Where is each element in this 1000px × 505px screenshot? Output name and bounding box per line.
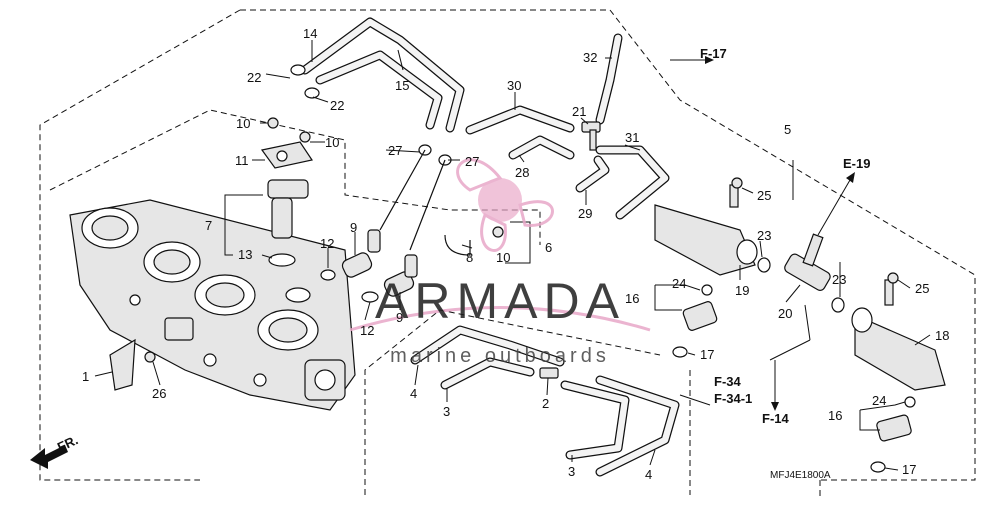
callout-27-right: 27 [465,154,479,169]
callout-16-lower: 16 [828,408,842,423]
callout-24-lower: 24 [872,393,886,408]
upper-hoses [290,17,465,251]
callout-22-lower: 22 [330,98,344,113]
callout-3-right: 3 [568,464,575,479]
ref-f17: F-17 [700,46,727,61]
middle-hoses [465,33,670,220]
callout-5: 5 [784,122,791,137]
callout-9-upper: 9 [350,220,357,235]
callout-15: 15 [395,78,409,93]
callout-4-right: 4 [645,467,652,482]
front-arrow-icon [30,445,68,469]
callout-20: 20 [778,306,792,321]
ref-f14: F-14 [762,411,790,426]
front-direction: FR. [30,432,80,469]
callout-10-right: 10 [325,135,339,150]
bracket-group [444,226,504,256]
ref-e19: E-19 [843,156,870,171]
callout-6: 6 [545,240,552,255]
watermark-tagline: marine outboards [390,345,610,367]
ref-f34-1: F-34-1 [714,391,752,406]
callout-11: 11 [235,153,249,168]
lower-hoses [410,325,680,477]
drawing-code: MFJ4E1800A [770,470,831,481]
callout-30: 30 [507,78,521,93]
arrow-head-icon [705,56,714,64]
front-label: FR. [55,432,80,454]
callout-17-lower: 17 [902,462,916,477]
throttle-body-assembly [69,199,356,411]
callout-14: 14 [303,26,317,41]
callout-23-lower: 23 [832,272,846,287]
callout-13: 13 [238,247,252,262]
callout-7: 7 [205,218,212,233]
fuel-rail-lower [851,272,946,473]
arrow-head-icon [846,172,855,183]
leader-lines [94,40,931,471]
arrow-head-icon [771,402,779,411]
callouts: 14 15 30 32 21 31 28 29 22 22 27 27 10 1… [82,26,949,482]
fuel-rail-upper [654,177,771,358]
sensor-group [260,117,313,303]
callout-8: 8 [466,250,473,265]
callout-12-lower: 12 [360,323,374,338]
callout-4-left: 4 [410,386,417,401]
callout-12-upper: 12 [320,236,334,251]
watermark-brand: ARMADA [375,273,625,329]
callout-24-upper: 24 [672,276,686,291]
callout-1: 1 [82,369,89,384]
reference-arrows [670,56,855,411]
callout-9-lower: 9 [396,310,403,325]
joints [320,229,418,303]
callout-32: 32 [583,50,597,65]
callout-22-upper: 22 [247,70,261,85]
callout-31: 31 [625,130,639,145]
callout-21: 21 [572,104,586,119]
callout-2: 2 [542,396,549,411]
callout-28: 28 [515,165,529,180]
callout-18: 18 [935,328,949,343]
fuel-joint [784,233,845,313]
group-outlines [39,9,976,500]
reference-labels: F-17 E-19 F-34 F-34-1 F-14 MFJ4E1800A [700,46,870,481]
callout-3-left: 3 [443,404,450,419]
callout-25-lower: 25 [915,281,929,296]
callout-19: 19 [735,283,749,298]
bracket-1 [109,338,156,391]
callout-10-top: 10 [236,116,250,131]
callout-26: 26 [152,386,166,401]
propeller-logo-icon [456,158,554,252]
callout-23-upper: 23 [757,228,771,243]
ref-f34: F-34 [714,374,742,389]
callout-17-upper: 17 [700,347,714,362]
watermark: ARMADA marine outboards [349,158,651,367]
callout-16-upper: 16 [625,291,639,306]
callout-25-upper: 25 [757,188,771,203]
callout-27-left: 27 [388,143,402,158]
callout-10-bracket: 10 [496,250,510,265]
callout-29: 29 [578,206,592,221]
